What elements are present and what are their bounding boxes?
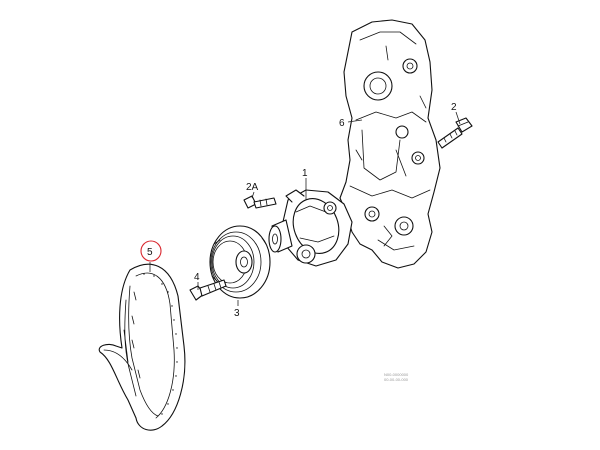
bolt-2a	[243, 195, 277, 209]
callout-5: 5	[147, 247, 153, 258]
bolt-4	[189, 279, 227, 301]
callout-6: 6	[339, 118, 345, 129]
callout-3: 3	[234, 308, 240, 319]
leader-2	[455, 111, 461, 125]
ribbed-v-belt	[98, 263, 186, 431]
power-steering-pump	[268, 189, 353, 267]
engine-bracket	[339, 19, 441, 269]
callout-1: 1	[302, 168, 308, 179]
bolt-2	[437, 117, 473, 149]
leader-2a	[251, 191, 255, 199]
drawing-code-line1: N00-0000000	[384, 372, 409, 377]
pulley	[209, 225, 271, 299]
callout-2a: 2A	[246, 182, 259, 193]
leader-6	[347, 119, 363, 123]
callout-4: 4	[194, 272, 200, 283]
belt-rib-dots	[143, 273, 178, 415]
highlight-ring	[140, 240, 162, 262]
callout-2: 2	[451, 102, 457, 113]
drawing-code-line2: 00-00-00-000	[384, 377, 409, 382]
